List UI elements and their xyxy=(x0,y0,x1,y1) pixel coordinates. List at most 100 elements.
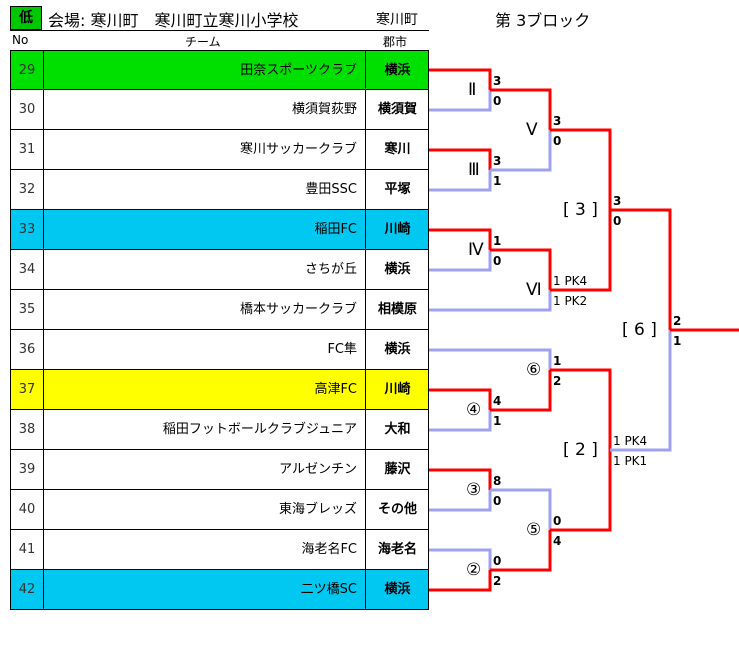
bracket-line xyxy=(429,468,492,490)
bracket-line xyxy=(550,450,612,532)
team-number: 35 xyxy=(11,290,44,329)
score: 1 xyxy=(493,414,502,428)
team-name: 田奈スポーツクラブ xyxy=(44,51,366,89)
venue-title: 会場: 寒川町 寒川町立寒川小学校 xyxy=(48,11,299,30)
team-city: 川崎 xyxy=(384,382,411,397)
team-city: 寒川 xyxy=(384,142,411,157)
score: 0 xyxy=(493,94,502,108)
score: 1 PK4 xyxy=(613,434,648,448)
match-label-c6: ⑥ xyxy=(526,360,542,380)
bracket-line xyxy=(429,388,492,410)
team-name: 高津FC xyxy=(44,370,366,409)
team-number: 30 xyxy=(11,90,44,129)
score: 1 xyxy=(493,234,502,248)
bracket-line xyxy=(550,210,612,292)
score: 3 xyxy=(553,114,562,128)
score: 4 xyxy=(493,394,502,408)
col-header-team: チーム xyxy=(185,35,221,49)
score: 3 xyxy=(493,74,502,88)
score: 0 xyxy=(553,514,562,528)
team-number: 29 xyxy=(11,51,44,89)
bracket-line xyxy=(490,88,552,130)
team-number: 31 xyxy=(11,130,44,169)
match-label-c5: ⑤ xyxy=(526,520,542,540)
team-name: アルゼンチン xyxy=(44,450,366,489)
match-label-v: Ⅴ xyxy=(526,120,538,140)
team-city: 藤沢 xyxy=(384,462,411,477)
team-city: 大和 xyxy=(384,422,411,437)
header-top-line xyxy=(10,30,429,31)
score: 8 xyxy=(493,474,502,488)
team-city: 平塚 xyxy=(384,182,411,197)
match-label-vi: Ⅵ xyxy=(526,280,542,300)
team-name: 稲田フットボールクラブジュニア xyxy=(44,410,366,449)
team-city: 横浜 xyxy=(384,63,411,78)
score: 3 xyxy=(613,194,622,208)
venue-city: 寒川町 xyxy=(376,12,418,28)
team-number: 39 xyxy=(11,450,44,489)
bracket-line xyxy=(490,248,552,290)
team-city: 横須賀 xyxy=(377,102,417,117)
block-title: 第 3ブロック xyxy=(495,11,591,30)
team-name: 寒川サッカークラブ xyxy=(44,130,366,169)
match-label-c4: ④ xyxy=(466,400,482,420)
bracket-line xyxy=(550,128,612,210)
team-number: 40 xyxy=(11,490,44,529)
team-name: 東海ブレッズ xyxy=(44,490,366,529)
score: 1 PK2 xyxy=(553,294,588,308)
bracket-line xyxy=(429,90,492,112)
bracket-line xyxy=(429,410,492,432)
team-number: 36 xyxy=(11,330,44,369)
team-number: 34 xyxy=(11,250,44,289)
score: 1 PK4 xyxy=(553,274,588,288)
team-city: その他 xyxy=(377,502,417,517)
team-city: 海老名 xyxy=(377,542,417,557)
score: 1 xyxy=(673,334,682,348)
col-header-city: 郡市 xyxy=(383,35,408,49)
score: 0 xyxy=(613,214,622,228)
match-label-iii: Ⅲ xyxy=(468,160,480,180)
score: 1 xyxy=(553,354,562,368)
score: 0 xyxy=(493,494,502,508)
match-label-b6: [ 6 ] xyxy=(622,320,657,340)
match-label-b3: [ 3 ] xyxy=(563,200,598,220)
score: 2 xyxy=(673,314,682,328)
bracket-line xyxy=(429,250,492,272)
bracket-line xyxy=(429,148,492,170)
match-label-iv: Ⅳ xyxy=(468,240,484,260)
score: 4 xyxy=(553,534,562,548)
match-label-ii: Ⅱ xyxy=(468,80,477,100)
score: 0 xyxy=(553,134,562,148)
team-number: 42 xyxy=(11,570,44,609)
match-label-c2: ② xyxy=(466,560,482,580)
bracket-line xyxy=(429,68,492,90)
bracket-line xyxy=(429,348,552,370)
team-name: 海老名FC xyxy=(44,530,366,569)
bracket-line xyxy=(429,490,492,512)
team-number: 33 xyxy=(11,210,44,249)
team-name: 橋本サッカークラブ xyxy=(44,290,366,329)
bracket-line xyxy=(429,290,552,312)
team-city: 横浜 xyxy=(384,342,411,357)
score: 3 xyxy=(493,154,502,168)
team-name: 二ツ橋SC xyxy=(44,570,366,609)
match-label-c3: ③ xyxy=(466,480,482,500)
team-number: 41 xyxy=(11,530,44,569)
score: 1 xyxy=(493,174,502,188)
division-tag: 低 xyxy=(10,6,42,30)
team-number: 32 xyxy=(11,170,44,209)
col-header-no: No xyxy=(12,33,29,47)
team-name: さちが丘 xyxy=(44,250,366,289)
bracket-line xyxy=(490,130,552,172)
